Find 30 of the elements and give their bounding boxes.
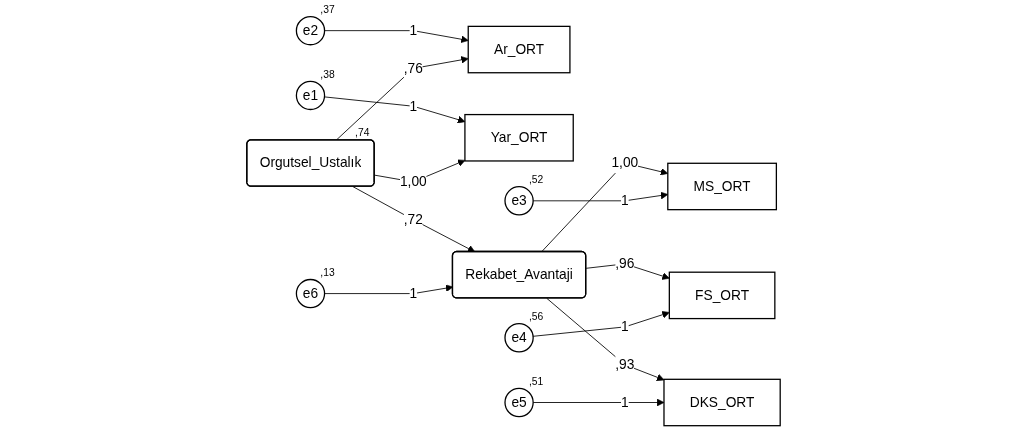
node-circle: e4 xyxy=(504,323,534,353)
edge-label: 1,00 xyxy=(399,174,427,189)
edge-label: ,72 xyxy=(403,211,423,227)
node-box: Ar_ORT xyxy=(467,25,571,74)
estimate-value: ,38 xyxy=(320,68,335,80)
node-circle: e5 xyxy=(504,387,534,418)
edge-label: 1 xyxy=(621,394,629,410)
edge-label: 1 xyxy=(409,98,418,114)
edge-label: ,93 xyxy=(615,356,635,372)
estimate-value: ,74 xyxy=(355,127,370,139)
node-box: DKS_ORT xyxy=(663,378,781,427)
node-circle: e6 xyxy=(295,278,326,309)
edge-label: 1 xyxy=(621,193,629,208)
edge-label: 1 xyxy=(409,285,418,301)
edge-label: ,96 xyxy=(615,256,635,271)
node-box: Yar_ORT xyxy=(464,113,574,162)
edge-label: ,76 xyxy=(403,60,423,76)
estimate-value: ,56 xyxy=(528,311,544,323)
edge-label: 1,00 xyxy=(611,155,639,170)
edge-label: 1 xyxy=(621,319,629,334)
estimate-value: ,13 xyxy=(320,267,335,279)
node-box: FS_ORT xyxy=(668,271,776,320)
node-box: MS_ORT xyxy=(667,162,777,211)
node-circle: e3 xyxy=(504,186,534,216)
node-circle: e2 xyxy=(295,15,326,46)
node-circle: e1 xyxy=(295,80,326,111)
estimate-value: ,51 xyxy=(528,376,544,387)
estimate-value: ,37 xyxy=(320,4,335,16)
edge-label: 1 xyxy=(409,22,418,38)
estimate-value: ,52 xyxy=(528,174,544,186)
